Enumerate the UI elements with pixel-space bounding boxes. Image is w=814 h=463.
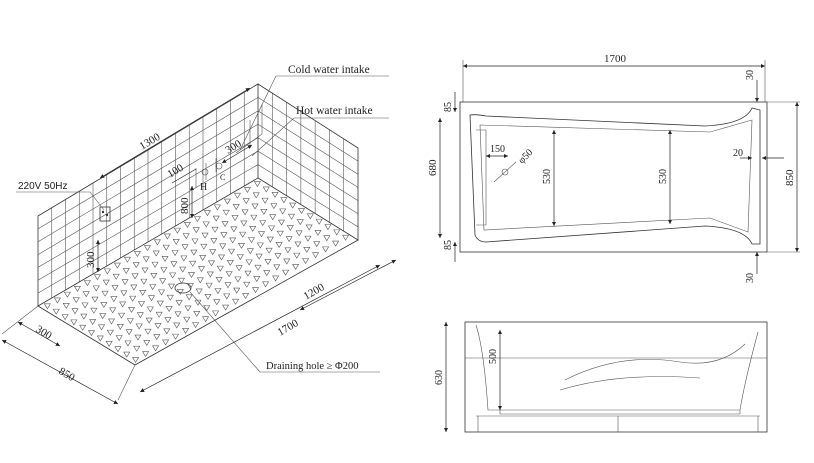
right-wall-tiles [257,93,359,232]
plan-view: 1700 680 85 85 850 30 30 150 φ50 530 530… [427,53,800,283]
dim-1700: 1700 [276,317,301,339]
plan-width-850: 850 [784,169,796,186]
side-elevation: 630 500 [434,321,768,433]
floor-pattern [43,181,350,363]
plan-dim-150: 150 [490,144,505,155]
dim-300-top: 300 [223,138,244,157]
plan-length: 1700 [604,53,627,65]
plan-width-680: 680 [427,159,439,176]
power-outlet-icon [99,206,111,222]
plan-dim-50: φ50 [516,147,535,166]
drain-label: Draining hole ≥ Φ200 [266,361,358,372]
hot-valve-label: H [200,182,207,193]
hot-water-label: Hot water intake [296,105,373,117]
dim-1300: 1300 [137,131,162,153]
plan-edge-30-top: 30 [745,70,756,80]
elev-height-630: 630 [434,370,445,385]
plan-dim-530-right: 530 [658,169,669,184]
plan-edge-85-bottom: 85 [443,240,454,250]
isometric-view: H C Cold water intake Hot water intake 2… [1,64,397,405]
plan-edge-85-top: 85 [443,102,454,112]
back-wall-tiles [37,92,259,298]
elev-height-500: 500 [488,349,499,364]
cold-valve-label: C [220,173,225,182]
dim-850: 850 [56,365,77,384]
dim-1200: 1200 [302,281,327,303]
dim-300-left: 300 [85,251,97,268]
dim-800: 800 [179,197,191,214]
plan-dim-20: 20 [733,148,743,159]
cold-water-label: Cold water intake [288,64,370,76]
plan-dim-530-left: 530 [542,169,553,184]
dim-300-front: 300 [33,323,54,342]
drain-hole-icon [174,282,192,294]
power-label: 220V 50Hz [18,181,67,192]
plan-edge-30-bottom: 30 [745,273,756,283]
